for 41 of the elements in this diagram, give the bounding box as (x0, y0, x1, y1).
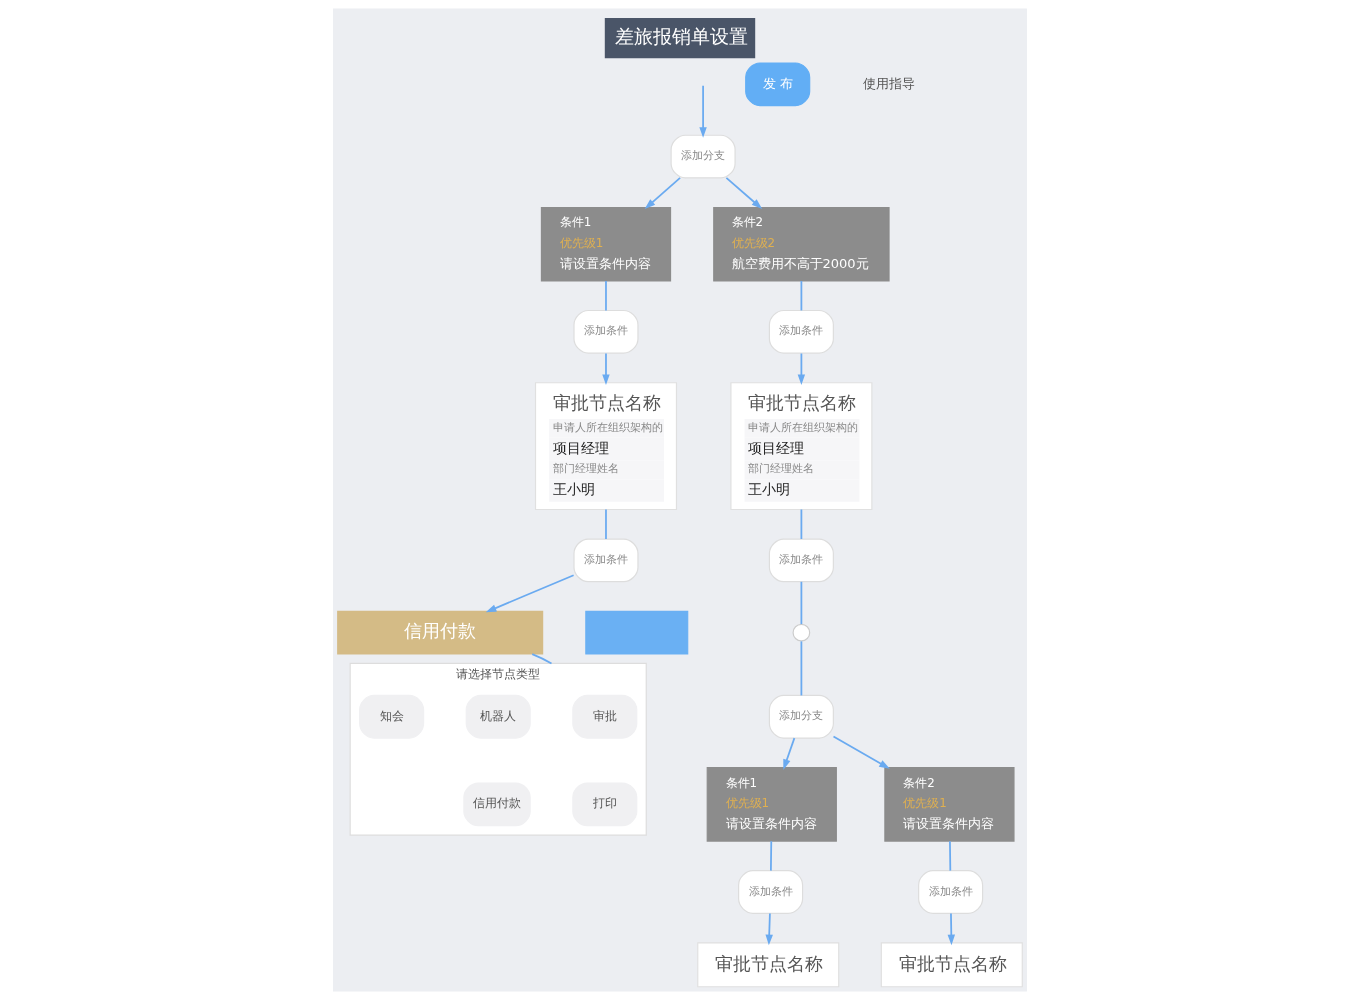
node-box: 添加条件 (768, 309, 834, 354)
node-box: 条件2 优先级2 航空费用不高于2000元 (713, 206, 890, 282)
connector (949, 840, 952, 872)
connector (800, 508, 803, 540)
arrow (783, 737, 796, 770)
node-circle (792, 623, 811, 642)
arrow (947, 912, 956, 946)
arrow (765, 912, 773, 946)
node-box: 添加分支 (768, 694, 834, 739)
connector (800, 580, 803, 625)
arrow (699, 84, 707, 138)
node-box: 添加条件 (768, 538, 834, 583)
label: 发 布 (762, 75, 793, 91)
connector (605, 508, 607, 540)
connector (800, 280, 803, 312)
label: 使用指导 (863, 75, 916, 91)
node-box: 条件1 优先级1 请设置条件内容 (706, 767, 837, 842)
node-box: 信用付款 (337, 610, 544, 655)
connector (605, 280, 607, 312)
arrow (602, 352, 610, 386)
node-box: 添加分支 (670, 134, 736, 179)
node-box: 审批节点名称 申请人所在组织架构的 项目经理 部门经理姓名 王小明 (730, 382, 873, 511)
connector (531, 653, 553, 665)
arrow (644, 177, 681, 210)
connector (770, 840, 773, 872)
arrow (725, 177, 763, 210)
node-box: 添加条件 (738, 870, 804, 914)
connector (800, 640, 803, 697)
node-box: 审批节点名称 (880, 942, 1023, 988)
node-box (585, 610, 689, 655)
node-box: 添加条件 (573, 538, 639, 583)
node-box: 条件1 优先级1 请设置条件内容 (540, 206, 672, 282)
node-box: 条件2 优先级1 请设置条件内容 (884, 767, 1015, 842)
diagram-title: 差旅报销单设置 (614, 24, 748, 47)
arrow (797, 352, 806, 386)
node-box: 添加条件 (918, 870, 984, 914)
node-box: 审批节点名称 申请人所在组织架构的 项目经理 部门经理姓名 王小明 (534, 382, 678, 511)
node-box: 审批节点名称 (697, 942, 840, 988)
node-box: 添加条件 (573, 309, 639, 354)
arrow (832, 735, 890, 769)
arrow (485, 574, 575, 613)
